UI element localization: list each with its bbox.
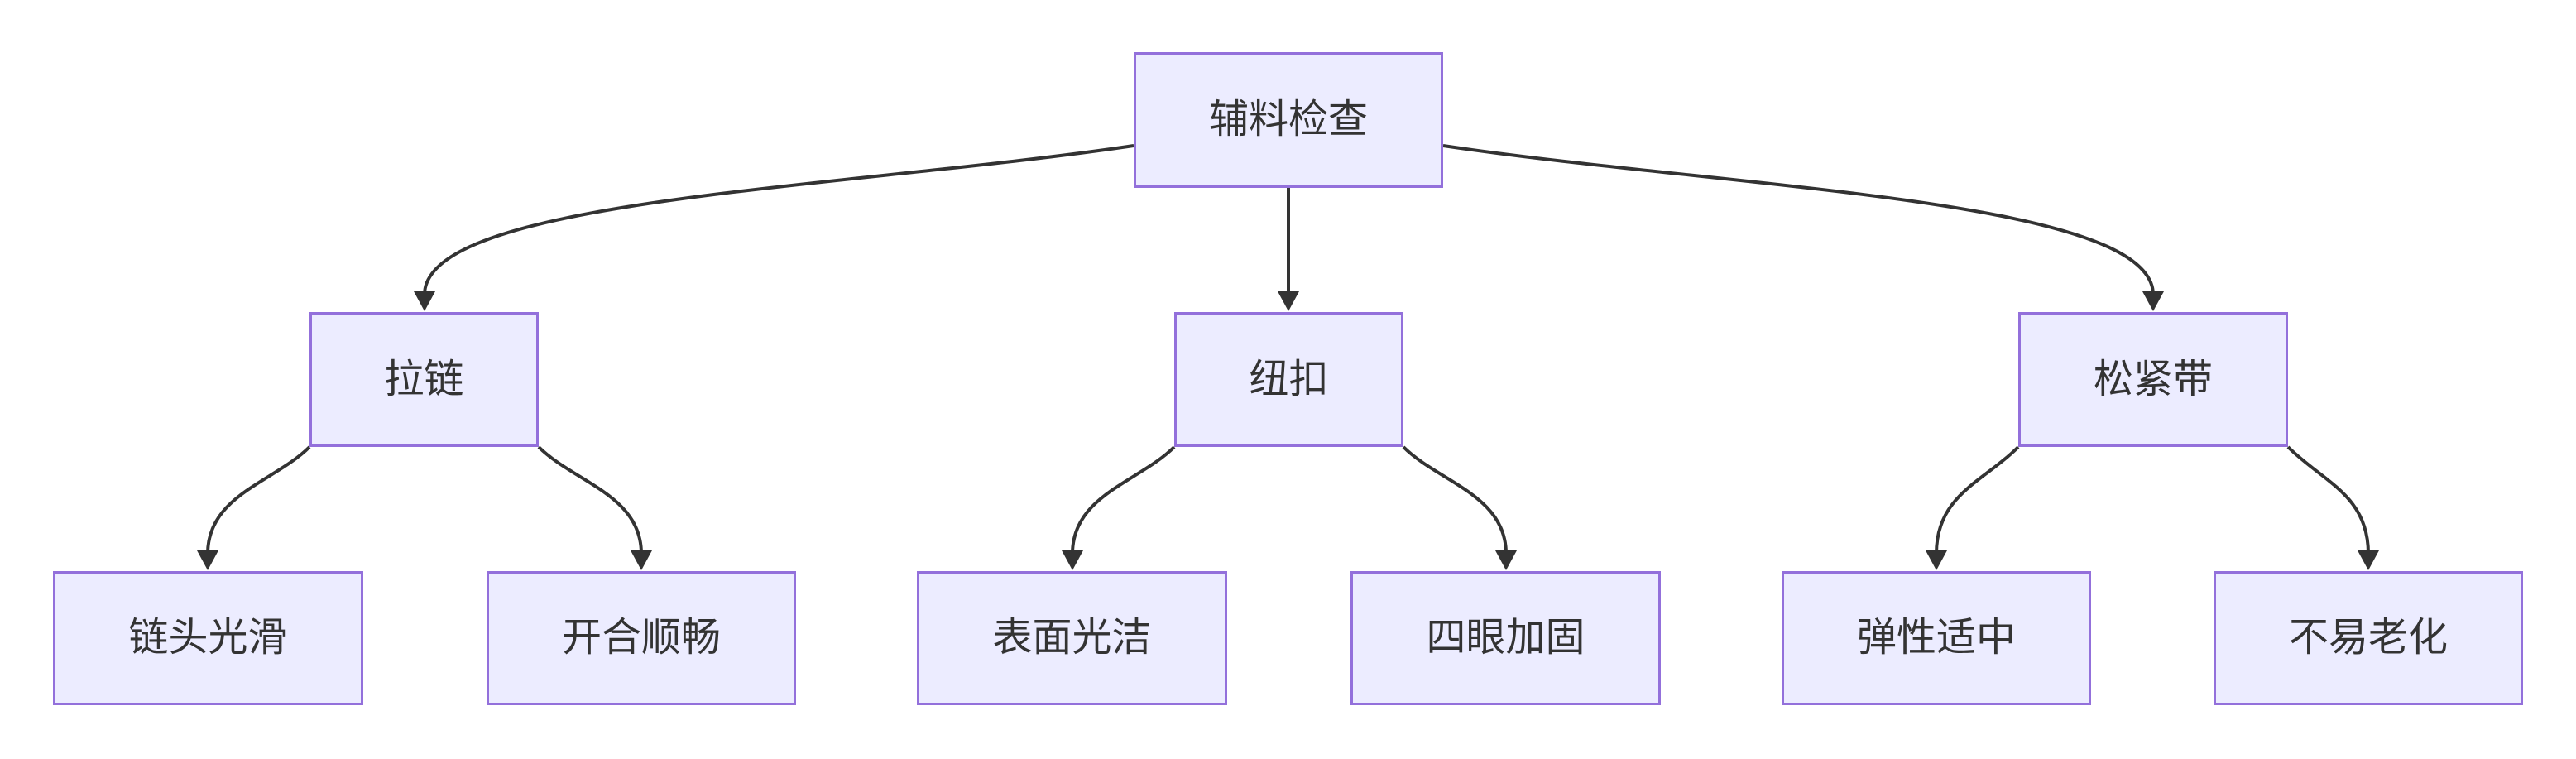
edge-elastic-moderate [1935,445,2020,555]
node-zipper: 拉链 [309,312,539,447]
node-label-surface-clean: 表面光洁 [992,616,1152,661]
node-zipper-head-smooth: 链头光滑 [53,571,363,705]
node-label-zipper: 拉链 [384,357,464,401]
node-label-aging-resistant: 不易老化 [2288,616,2448,661]
node-elastic-moderate: 弹性适中 [1782,571,2091,705]
edge-zipper-open-close [537,445,643,555]
edge-root-zipper [423,144,1134,295]
arrowhead-head-smooth [197,550,218,570]
node-aging-resistant: 不易老化 [2214,571,2523,705]
arrowhead-button [1278,291,1299,311]
node-label-elastic-band: 松紧带 [2093,357,2213,401]
node-surface-clean: 表面光洁 [917,571,1227,705]
node-label-button: 纽扣 [1249,357,1329,401]
edge-elastic-aging-resistant [2286,445,2370,555]
edge-zipper-head-smooth [206,445,311,555]
arrowhead-zipper [414,291,435,311]
edge-button-surface-clean [1071,445,1176,555]
edge-button-four-hole [1402,445,1508,555]
edge-root-elastic-band [1442,144,2155,295]
arrowhead-aging-resistant [2358,550,2379,570]
arrowhead-surface-clean [1062,550,1083,570]
node-four-hole-reinforced: 四眼加固 [1350,571,1661,705]
node-accessory-check: 辅料检查 [1134,52,1443,188]
node-button: 纽扣 [1174,312,1403,447]
arrowhead-four-hole [1495,550,1517,570]
node-label-elastic-moderate: 弹性适中 [1856,616,2016,661]
node-label-accessory-check: 辅料检查 [1208,98,1368,142]
node-open-close-smooth: 开合顺畅 [487,571,796,705]
node-label-zipper-head-smooth: 链头光滑 [128,616,288,661]
node-elastic-band: 松紧带 [2018,312,2288,447]
arrowhead-elastic-moderate [1926,550,1947,570]
node-label-four-hole-reinforced: 四眼加固 [1426,616,1585,661]
node-label-open-close-smooth: 开合顺畅 [561,616,721,661]
arrowhead-open-close [631,550,652,570]
arrowhead-elastic-band [2142,291,2164,311]
